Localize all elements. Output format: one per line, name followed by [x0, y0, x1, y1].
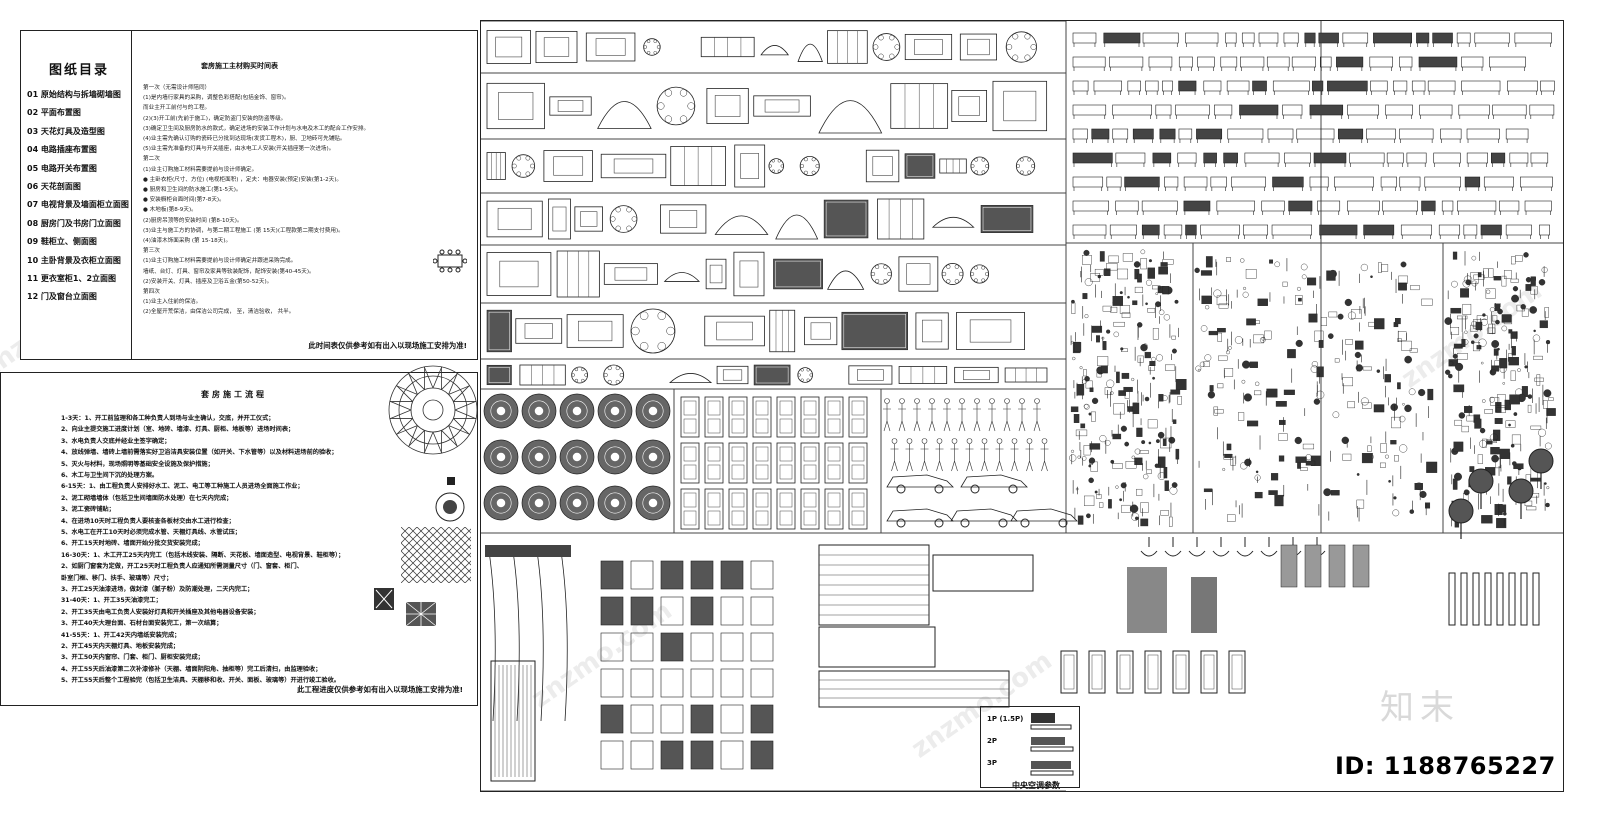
- hvac-unit-icons: [1030, 713, 1074, 776]
- schedule-line: 而业主开工前付与的工程。: [143, 105, 211, 112]
- index-item: 05 电路开关布置图: [27, 163, 97, 173]
- process-line: 3、水电负责人交底并经业主签字确定；: [61, 437, 171, 445]
- process-line: 5、灭火与材料，现场照明等基础安全设施及保护措施；: [61, 460, 214, 468]
- square-tile-icon: [374, 588, 394, 610]
- brand-logo-watermark: 知末: [1380, 688, 1460, 728]
- process-line: 5、水电工在开工10天时必须完成水管、天棚灯具线、水管试压；: [61, 529, 241, 536]
- index-item: 09 鞋柜立、侧面图: [27, 237, 97, 247]
- process-line: 2、如厨门窗套为定做，开工25天时工程负责人应通知所需测量尺寸（门、窗套、柜门、: [61, 563, 303, 571]
- schedule-line: 第四次: [143, 289, 160, 295]
- process-line: 3、开工50天内窗帘、门套、柜门、厨柜安装完成；: [61, 654, 204, 662]
- hvac-parameter-box: 1P (1.5P) 2P 3P: [980, 706, 1080, 788]
- schedule-line: (2)安装开关、灯具、插座及卫浴五金(第50-52天)。: [143, 278, 273, 285]
- schedule-line: (2)全屋开荒保洁，由保洁公司完成， 至，清洁验收， 共半。: [143, 309, 295, 316]
- process-line: 2、开工45天内天棚灯具、地板安装完成；: [61, 643, 180, 650]
- index-item: 04 电路插座布置图: [27, 145, 97, 155]
- index-item: 03 天花灯具及造型图: [27, 126, 105, 136]
- construction-process-sheet: 套房施工流程 1-3天：1、开工前监理和各工种负责人到场与业主确认，交底，并开工…: [0, 365, 478, 706]
- round-tile-icon: [435, 492, 465, 522]
- schedule-line: 第二次: [143, 156, 160, 163]
- schedule-line: (1)业主入住前的保洁。: [143, 299, 202, 306]
- process-line: 3、开工40天大理台面、石材台面安装完工，第一次结算；: [61, 620, 223, 628]
- asset-id-label: ID: 1188765227: [1335, 752, 1556, 780]
- schedule-line: (4)油漆木饰面采购 (第 15-18天)。: [143, 238, 232, 244]
- schedule-line: (3)业主与施工方的协调，与第二期工程施工 (第 15天)(工程款第二期支付费用…: [143, 227, 344, 234]
- schedule-line: ● 木地板(第8-9天)。: [143, 207, 197, 214]
- drawing-index-sheet: 图纸目录 01 原始结构与拆墙砌墙图 02 平面布置图 03 天花灯具及造型图 04 …: [20, 30, 478, 360]
- process-line: 2、泥工砌墙墙体（包括卫生间墙面防水处理）在七天内完成；: [61, 494, 233, 502]
- block-library-drawing: [481, 20, 1563, 792]
- process-line: 卧室门框、移门、扶手、玻璃等）尺寸；: [61, 574, 173, 582]
- schedule-line: (3)确定卫生间及厨房防水的款式，确定进场的安装工作计划与水电及木工的配合工作安…: [143, 125, 370, 132]
- schedule-line: ● 厨房和卫生间的防水施工(第1-5天)。: [143, 187, 242, 193]
- index-footer-note: 此时间表仅供参考如有出入以现场施工安排为准!: [308, 341, 467, 350]
- schedule-line: (1)业主订购施工材料需要提前与设计师确定并跟进采购完成。: [143, 258, 297, 265]
- index-title: 图纸目录: [49, 63, 110, 78]
- schedule-line: 第一次（无需设计师陪同）: [143, 85, 211, 91]
- index-item: 06 天花剖面图: [27, 182, 81, 191]
- process-footer-note: 此工程进度仅供参考如有出入以现场施工安排为准!: [297, 685, 463, 694]
- schedule-line: (5)业主需先准备的灯具与开关插座，由水电工人安装(开关插座第一次进场)。: [143, 146, 335, 153]
- process-line: 4、放线弹墙、墙砖上墙前需落实好卫浴洁具安装位置（如开关、下水管等）以及材料进场…: [61, 449, 338, 457]
- process-line: 6、开工15天时地砖、墙面开始分批交货安装完成；: [61, 540, 204, 548]
- index-item: 11 更衣室柜1、2立面图: [27, 274, 117, 283]
- schedule-title: 套房施工主材购买时间表: [201, 62, 278, 70]
- hvac-row-label: 3P: [987, 759, 998, 767]
- schedule-line: (2)厨房吊顶等的安装时间 (第8-10天)。: [143, 217, 243, 224]
- process-line: 41-55天：1、开工42天内墙纸安装完成；: [61, 631, 181, 639]
- schedule-line: (4)业主需先确认订购的瓷砖已分批到达现场(发货工程木)，厨、卫地砖可先铺贴。: [143, 136, 346, 142]
- process-line: 1-3天：1、开工前监理和各工种负责人到场与业主确认，交底，并开工仪式；: [61, 415, 275, 422]
- marker-icon: [447, 477, 455, 485]
- index-column: [21, 31, 132, 359]
- schedule-line: 墙纸、台灯、灯具、窗帘及家具等软装配饰，配饰安装(第40-45天)。: [143, 268, 315, 275]
- schedule-line: 第三次: [143, 248, 160, 255]
- index-item: 08 厨房门及书房门立面图: [27, 218, 121, 228]
- schedule-line: (1)业主订购施工材料需要提前与设计师确定。: [143, 166, 258, 173]
- table-symbol-icon: [433, 249, 467, 273]
- process-title: 套房施工流程: [201, 390, 267, 399]
- hvac-caption: 中央空调参数: [1012, 781, 1060, 790]
- process-line: 4、在进场10天时工程负责人要核查各板材交由水工进行检查；: [61, 517, 235, 525]
- diamond-tile-icon: [401, 527, 471, 583]
- index-item: 01 原始结构与拆墙砌墙图: [27, 90, 121, 99]
- schedule-line: (1)是内墙行家具的采购，调整色彩搭配(包括金饰、窗帘)。: [143, 95, 290, 102]
- process-line: 5、开工55天后整个工程验完（包括卫生洁具、天棚移和收、开关、面板、玻璃等）开进…: [61, 677, 340, 685]
- process-line: 16-30天：1、木工开工25天内完工（包括木线安装、隔断、天花板、墙面造型、电…: [61, 551, 345, 559]
- process-line: 2、向业主提交施工进度计划（室、地砖、墙漆、灯具、厨柜、地板等）进场时间表；: [61, 426, 295, 434]
- schedule-line: ● 安装橱柜台面时间(第7-8天)。: [143, 197, 225, 204]
- process-line: 31-40天：1、开工35天油漆完工；: [61, 597, 162, 605]
- index-item: 02 平面布置图: [27, 108, 81, 118]
- hvac-row-label: 1P (1.5P): [987, 715, 1024, 723]
- index-item: 12 门及窗台立面图: [27, 292, 97, 302]
- process-line: 3、开工25天油漆进场，做封漆（腻子粉）及防潮处理，二天内完工；: [61, 586, 254, 593]
- process-line: 4、开工55天后油漆第二次补漆修补（天棚、墙面阴阳角、抽柜等）完工后清扫，由监理…: [61, 665, 322, 673]
- hvac-row-label: 2P: [987, 737, 998, 745]
- process-line: 3、泥工瓷砖铺贴；: [61, 506, 115, 514]
- lattice-tile-icon: [405, 601, 437, 627]
- floor-medallion-icon: [388, 365, 478, 455]
- process-line: 6-15天：1、由工程负责人安排好水工、泥工、电工等工种施工人员进场全面施工作业…: [61, 483, 304, 491]
- schedule-line: ● 主卧衣柜(尺寸、方位) (电视柜面积) ，定夫：电器安装(预定)安装(第1-…: [143, 176, 343, 183]
- process-line: 2、开工35天由电工负责人安装好灯具和开关插座及其他电器设备安装；: [61, 608, 260, 616]
- index-item: 10 主卧背景及衣柜立面图: [27, 255, 121, 265]
- index-item: 07 电视背景及墙面柜立面图: [27, 200, 129, 210]
- process-line: 6、木工与卫生间下沉的处理方案。: [61, 472, 159, 479]
- cad-block-library: [480, 20, 1564, 792]
- schedule-line: (2)(3)开工前(先前于施工)，确定防盗门安装的防盗等级。: [143, 115, 287, 122]
